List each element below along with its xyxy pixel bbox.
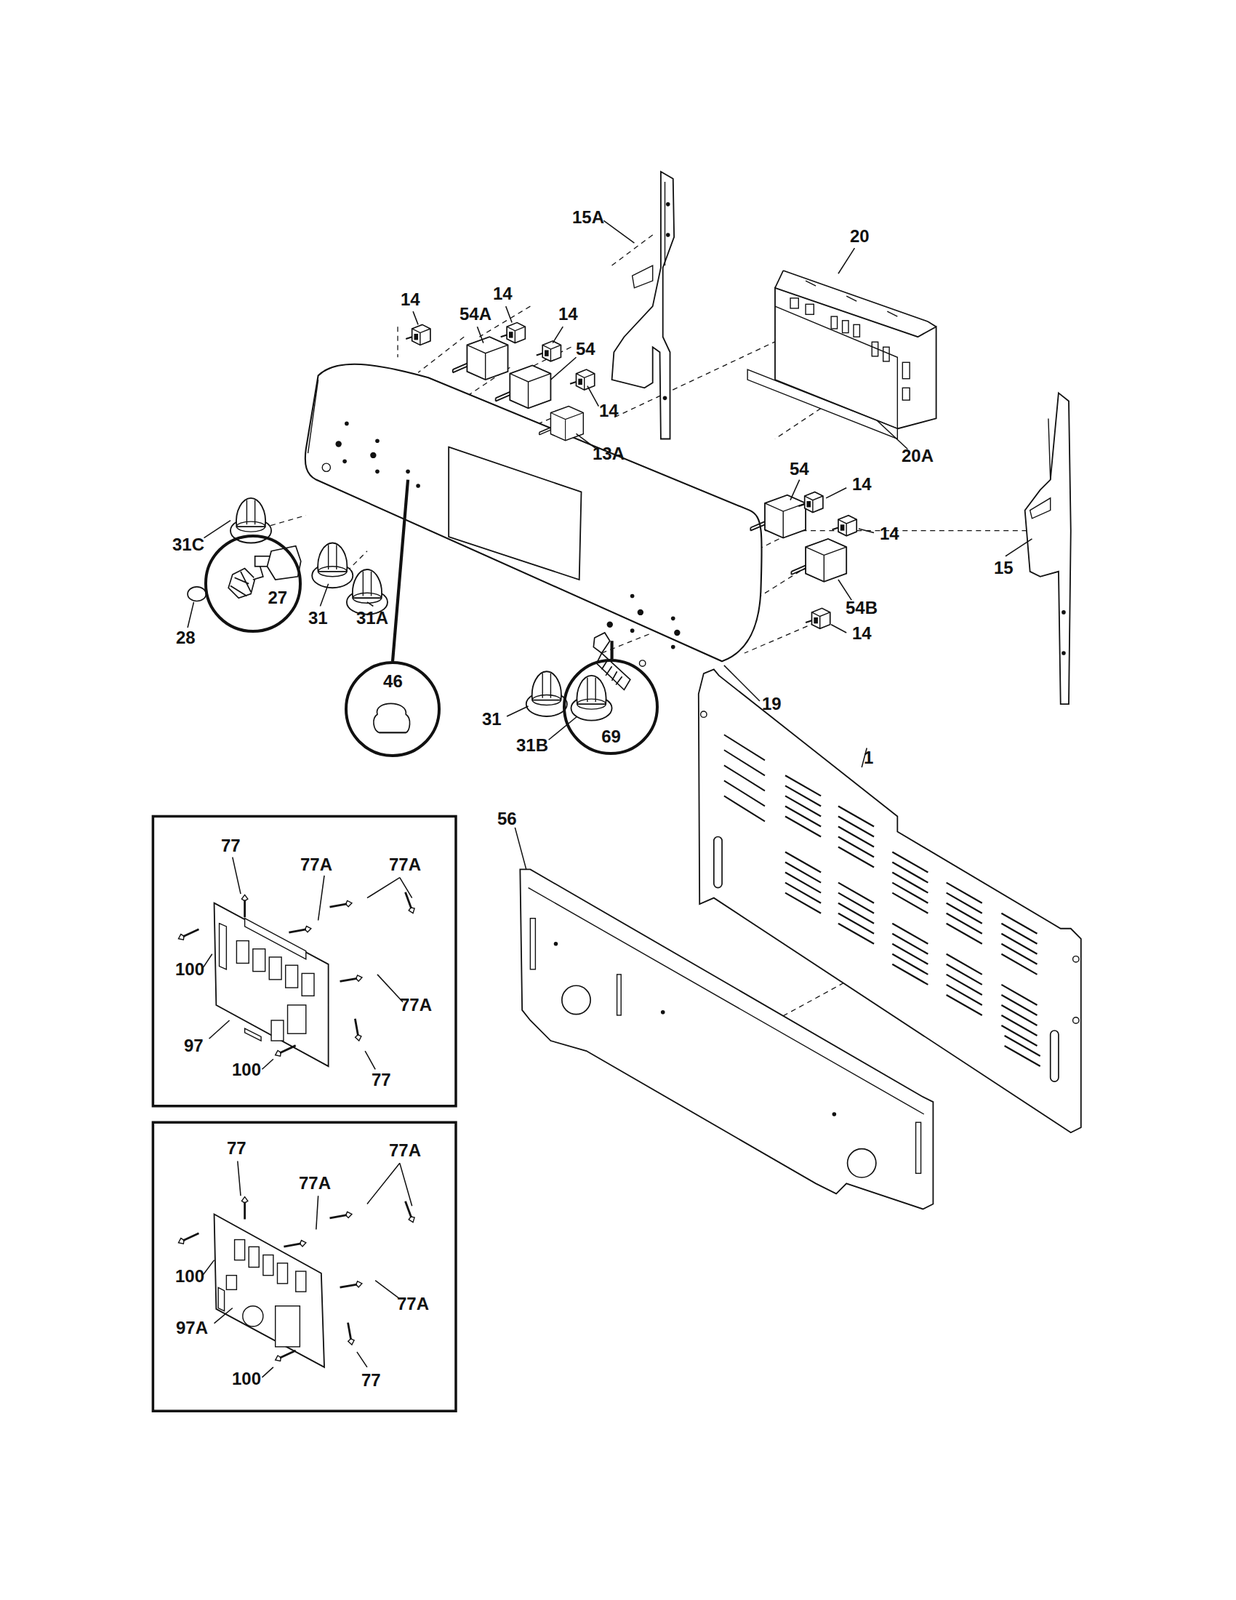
callout-number: 77 — [221, 836, 241, 855]
callout-number: 77A — [300, 855, 333, 874]
callout-number: 1 — [863, 748, 874, 767]
callout-number: 28 — [175, 628, 196, 647]
callout-number: 77A — [298, 1174, 331, 1192]
callout-number: 97 — [183, 1036, 204, 1055]
detail-circle: 69 — [562, 658, 659, 755]
callout-number: 97A — [175, 1318, 208, 1337]
callout-number: 100 — [231, 1060, 262, 1079]
callout-number: 31A — [356, 609, 389, 627]
callout-number: 77A — [388, 1141, 421, 1159]
callout-number: 14 — [492, 285, 513, 303]
callout-number: 31B — [516, 736, 549, 754]
detail-circle: 27 — [204, 534, 303, 633]
callout-number: 14 — [852, 624, 872, 642]
callout-number: 14 — [852, 475, 872, 493]
callout-number: 14 — [400, 290, 421, 309]
callout-number: 54A — [459, 305, 492, 323]
callout-number: 100 — [175, 1267, 205, 1285]
callout-number: 14 — [599, 402, 619, 420]
callout-number: 54 — [575, 340, 596, 358]
callout-number: 69 — [601, 727, 621, 746]
callout-number: 46 — [383, 672, 403, 690]
callout-number: 54B — [845, 599, 878, 617]
callout-number: 77 — [361, 1371, 381, 1389]
callout-number: 54 — [789, 460, 810, 478]
callout-number: 77A — [396, 1294, 429, 1313]
callout-number: 77A — [388, 855, 421, 874]
callout-number: 77A — [399, 996, 432, 1014]
callout-number: 20A — [901, 447, 934, 465]
callout-number: 31C — [172, 535, 205, 554]
callout-number: 77 — [371, 1070, 392, 1089]
callout-number: 100 — [231, 1369, 262, 1388]
detail-circle: 46 — [344, 660, 441, 757]
callout-number: 20 — [849, 227, 870, 246]
callout-number: 31 — [482, 710, 502, 728]
callout-number: 14 — [558, 305, 579, 323]
callout-number: 56 — [497, 809, 517, 828]
callout-number: 14 — [879, 524, 900, 543]
callout-number: 15A — [572, 208, 605, 227]
callout-number: 15 — [993, 559, 1014, 577]
callout-number: 19 — [761, 695, 782, 713]
callout-number: 100 — [175, 960, 205, 978]
callout-number: 27 — [268, 588, 288, 607]
callout-number: 77 — [226, 1139, 247, 1157]
callout-number: 13A — [592, 444, 625, 463]
callout-number: 31 — [308, 609, 328, 627]
